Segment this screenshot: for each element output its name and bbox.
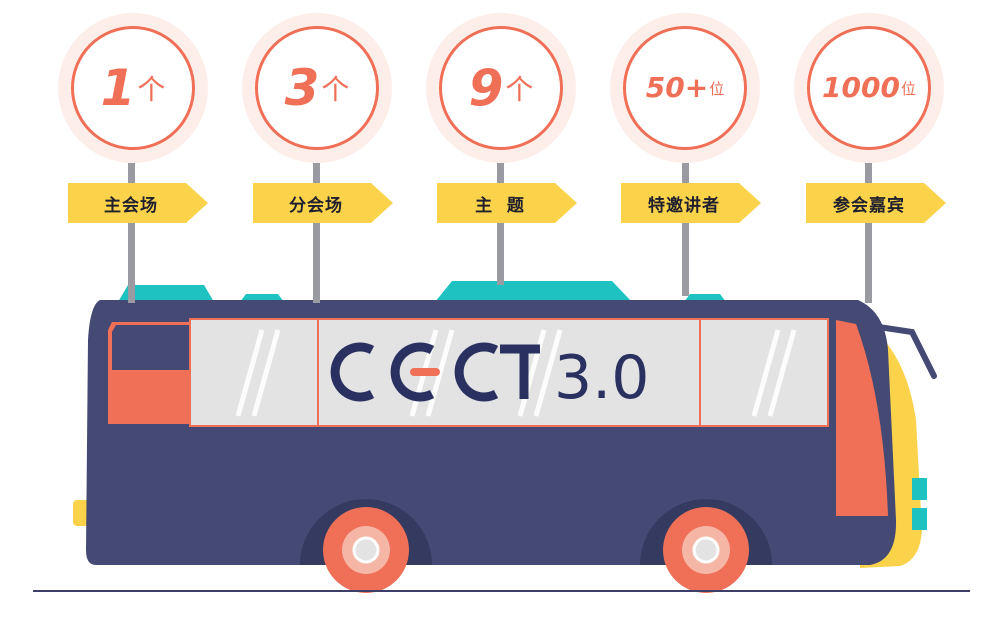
sign-pole	[865, 163, 872, 303]
sign-label: 主会场	[104, 195, 158, 216]
stat-unit: 个	[505, 73, 534, 106]
sign-arrow-shape	[806, 183, 946, 223]
ground-line	[33, 590, 970, 592]
stat-sub-venue: 3 个	[242, 13, 392, 163]
stat-topics: 9 个	[426, 13, 576, 163]
bus-version-text: 3.0	[554, 343, 649, 413]
sign-arrow-shape	[437, 183, 577, 223]
sign-topics: 主 题	[437, 183, 577, 223]
stat-unit: 位	[709, 79, 725, 98]
stat-speakers: 50+ 位	[610, 13, 760, 163]
stat-ring: 9 个	[439, 26, 563, 150]
stat-number: 1	[100, 59, 136, 117]
stat-ring: 50+ 位	[623, 26, 747, 150]
stat-unit: 个	[137, 73, 166, 106]
sign-arrow-shape	[621, 183, 761, 223]
sign-label: 参会嘉宾	[833, 195, 905, 216]
sign-label: 主 题	[475, 195, 525, 216]
stat-main-venue: 1 个	[58, 13, 208, 163]
sign-guests: 参会嘉宾	[806, 183, 946, 223]
sign-arrow-shape	[68, 183, 208, 223]
sign-label: 分会场	[289, 195, 343, 216]
cect-logo	[330, 342, 540, 402]
sign-pole	[682, 163, 689, 296]
sign-pole	[313, 163, 320, 303]
sign-speakers: 特邀讲者	[621, 183, 761, 223]
stat-ring: 1000 位	[807, 26, 931, 150]
sign-pole	[128, 163, 135, 303]
sign-main-venue: 主会场	[68, 183, 208, 223]
stat-unit: 位	[900, 79, 916, 98]
sign-label: 特邀讲者	[648, 195, 720, 216]
stat-ring: 1 个	[71, 26, 195, 150]
sign-arrow-shape	[253, 183, 393, 223]
stat-number: 3	[284, 59, 320, 117]
sign-pole	[497, 163, 504, 285]
stat-number: 1000	[822, 71, 900, 104]
stat-guests: 1000 位	[794, 13, 944, 163]
stat-unit: 个	[321, 73, 350, 106]
stat-number: 50+	[645, 71, 709, 104]
sign-sub-venue: 分会场	[253, 183, 393, 223]
stat-ring: 3 个	[255, 26, 379, 150]
stat-number: 9	[468, 59, 504, 117]
